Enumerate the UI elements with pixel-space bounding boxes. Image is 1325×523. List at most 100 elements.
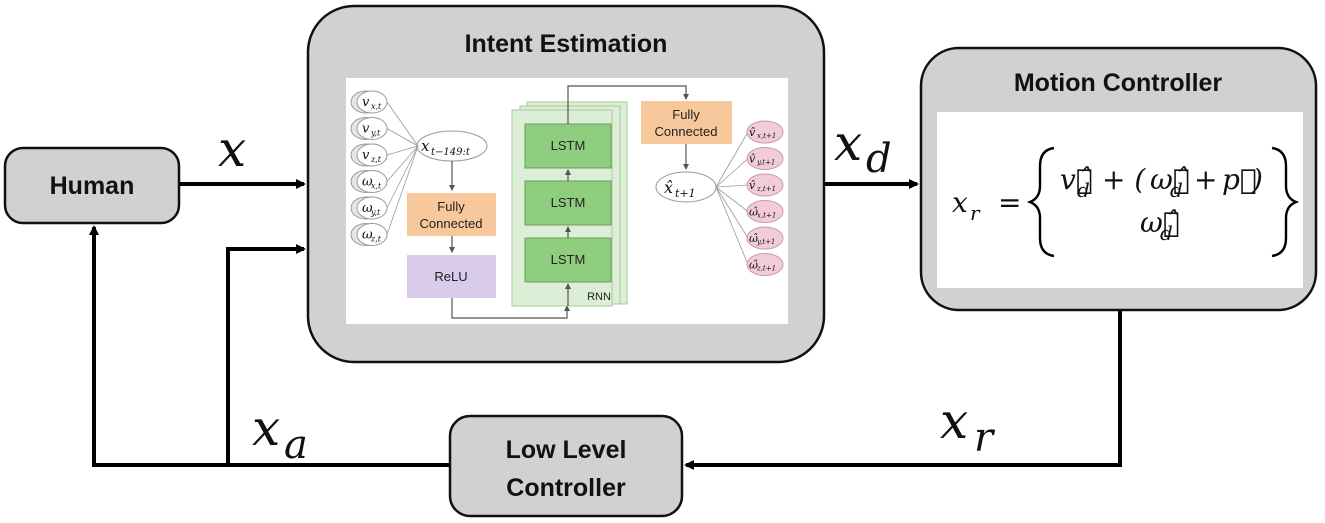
lstm-cell-2: LSTM [524,180,612,226]
svg-text:ω̂: ω̂ [749,206,758,219]
eq-row1-plus1: + ( [1102,163,1146,196]
signal-xr-label: x r [940,392,996,461]
window-node: x t−149:t [416,130,488,162]
arrow-xr [684,310,1122,470]
svg-text:z,t+1: z,t+1 [756,265,776,273]
input-node: ωx,t [350,170,388,193]
arrow-xa-intent [226,244,306,465]
eq-row2-sub: d [1160,221,1173,245]
svg-text:y,t+1: y,t+1 [756,238,775,246]
equation-panel [937,112,1303,288]
svg-text:ω: ω [362,228,373,243]
input-connectors [386,101,419,235]
svg-text:x: x [940,392,968,450]
eq-row1-plus2: + [1194,163,1217,196]
svg-text:x,t+1: x,t+1 [757,132,776,140]
svg-text:x: x [252,399,280,457]
eq-row1-w-sub: d [1170,178,1183,202]
svg-text:v̂: v̂ [749,179,756,192]
svg-text:ω: ω [362,175,373,190]
svg-text:v: v [362,148,370,163]
svg-text:LSTM: LSTM [551,138,586,153]
lstm-cell-3: LSTM [524,237,612,283]
svg-text:x,t: x,t [371,102,382,111]
svg-text:y,t+1: y,t+1 [756,159,775,167]
input-node: ωz,t [350,223,388,246]
svg-text:Connected: Connected [655,124,718,139]
left-brace [1026,146,1055,258]
low-level-label-line1: Low Level [506,436,627,464]
svg-text:z,t+1: z,t+1 [756,185,776,193]
eq-equals: = [998,186,1021,219]
arrow-xa-human [89,225,450,467]
svg-text:Connected: Connected [420,216,483,231]
output-connectors [715,131,749,265]
eq-lhs-sub: r [970,201,981,225]
output-node: v̂z,t+1 [746,173,784,197]
output-node: v̂x,t+1 [746,120,784,144]
svg-text:v: v [362,95,370,110]
human-label: Human [50,172,135,200]
arrow-rnn-fc2 [567,85,689,124]
eq-row1-v: v⃗̂ [1060,163,1093,196]
svg-text:x,t+1: x,t+1 [757,212,776,220]
eq-row1-w: ω⃗̂ [1150,163,1190,196]
svg-text:a: a [284,422,308,468]
motion-controller-block: Motion Controller [919,46,1318,312]
svg-text:v̂: v̂ [749,153,756,166]
relu-box: ReLU [407,255,496,298]
output-node: ω̂z,t+1 [746,253,784,276]
svg-text:ω̂: ω̂ [749,259,758,272]
rnn-label: RNN [587,291,611,303]
low-level-label-line2: Controller [506,474,626,502]
intent-estimation-title: Intent Estimation [465,30,668,58]
control-law-equation: x r = v⃗̂ d + ( ω⃗̂ d + p⃗ ) ω⃗̂ d [952,146,1300,258]
low-level-controller-block: Low Level Controller [448,414,684,518]
svg-text:ReLU: ReLU [434,269,467,284]
arrow-relu-rnn [451,298,570,319]
svg-text:d: d [866,136,892,182]
signal-xa-label: x a [252,399,308,468]
human-block: Human [3,146,181,225]
signal-xd-label: x d [834,114,892,182]
svg-text:t+1: t+1 [675,187,696,200]
eq-row1-p: p⃗ [1222,163,1257,196]
svg-text:x,t: x,t [371,182,382,191]
motion-controller-title: Motion Controller [1014,69,1223,97]
svg-text:Fully: Fully [672,107,700,122]
eq-row1-close: ) [1251,163,1263,196]
svg-text:z,t: z,t [370,235,382,244]
svg-text:y,t: y,t [370,208,381,217]
fc2-box: Fully Connected [641,101,732,144]
svg-text:v̂: v̂ [749,126,756,139]
signal-x-label: x [218,120,246,178]
svg-text:v: v [362,122,370,137]
right-brace [1271,146,1300,258]
svg-text:ω: ω [362,201,373,216]
svg-text:y,t: y,t [370,129,381,138]
eq-row2-w: ω⃗̂ [1140,206,1180,239]
svg-text:t−149:t: t−149:t [431,147,471,158]
svg-text:x: x [834,114,862,172]
fc1-box: Fully Connected [407,193,496,236]
svg-text:LSTM: LSTM [551,195,586,210]
svg-text:x̂: x̂ [664,178,673,197]
output-node: ω̂y,t+1 [746,226,784,250]
svg-text:ω̂: ω̂ [749,232,758,245]
input-node: ωy,t [350,196,388,220]
svg-text:Fully: Fully [437,199,465,214]
output-node: ω̂x,t+1 [746,200,784,223]
eq-row1-v-sub: d [1077,178,1090,202]
eq-lhs: x [952,186,968,219]
svg-text:r: r [974,415,996,461]
signal-arrows [89,179,1122,470]
output-nodes: v̂x,t+1v̂y,t+1v̂z,t+1ω̂x,t+1ω̂y,t+1ω̂z,t… [746,120,784,276]
svg-text:LSTM: LSTM [551,252,586,267]
svg-text:x: x [421,137,430,155]
